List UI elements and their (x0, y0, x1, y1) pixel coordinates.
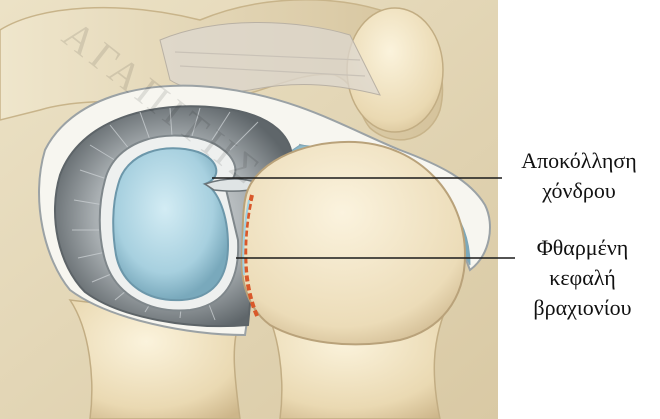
label-cartilage-line-1: Αποκόλληση (498, 146, 660, 176)
glenoid-cartilage (113, 148, 228, 300)
label-cartilage-detachment: Αποκόλληση χόνδρου (498, 146, 660, 206)
label-cartilage-line-2: χόνδρου (498, 176, 660, 206)
label-head-line-3: βραχιονίου (505, 293, 660, 323)
label-worn-humeral-head: Φθαρμένη κεφαλή βραχιονίου (505, 233, 660, 323)
label-head-line-2: κεφαλή (505, 263, 660, 293)
label-head-line-1: Φθαρμένη (505, 233, 660, 263)
